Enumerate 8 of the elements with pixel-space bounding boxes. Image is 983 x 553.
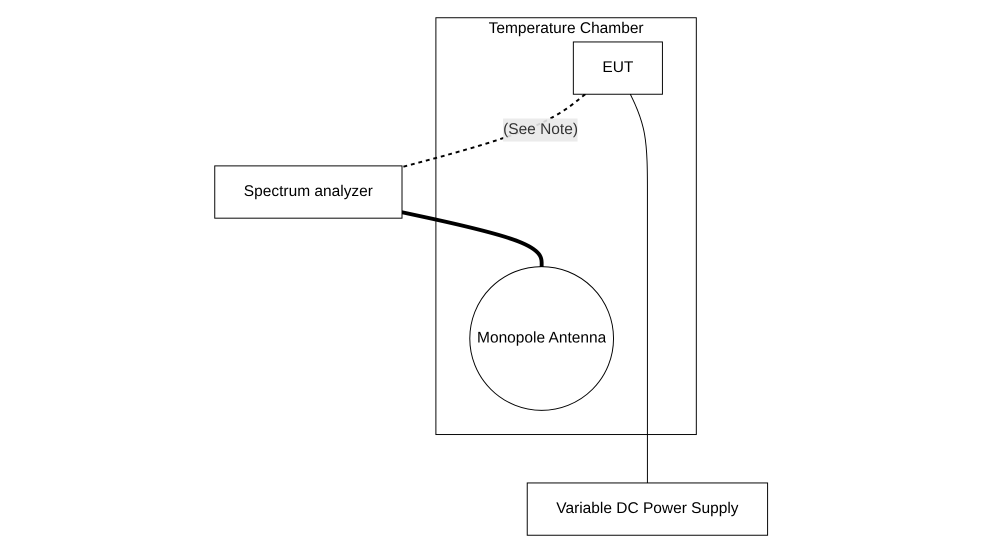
node-circle: Monopole Antenna [470,266,614,411]
node-box: Variable DC Power Supply [527,482,768,536]
connector [402,93,586,168]
connector [402,210,544,267]
node-box: Spectrum analyzer [214,165,403,219]
node-box: EUT [573,41,664,95]
edge-label: (See Note) [503,121,578,138]
connector [630,94,648,484]
